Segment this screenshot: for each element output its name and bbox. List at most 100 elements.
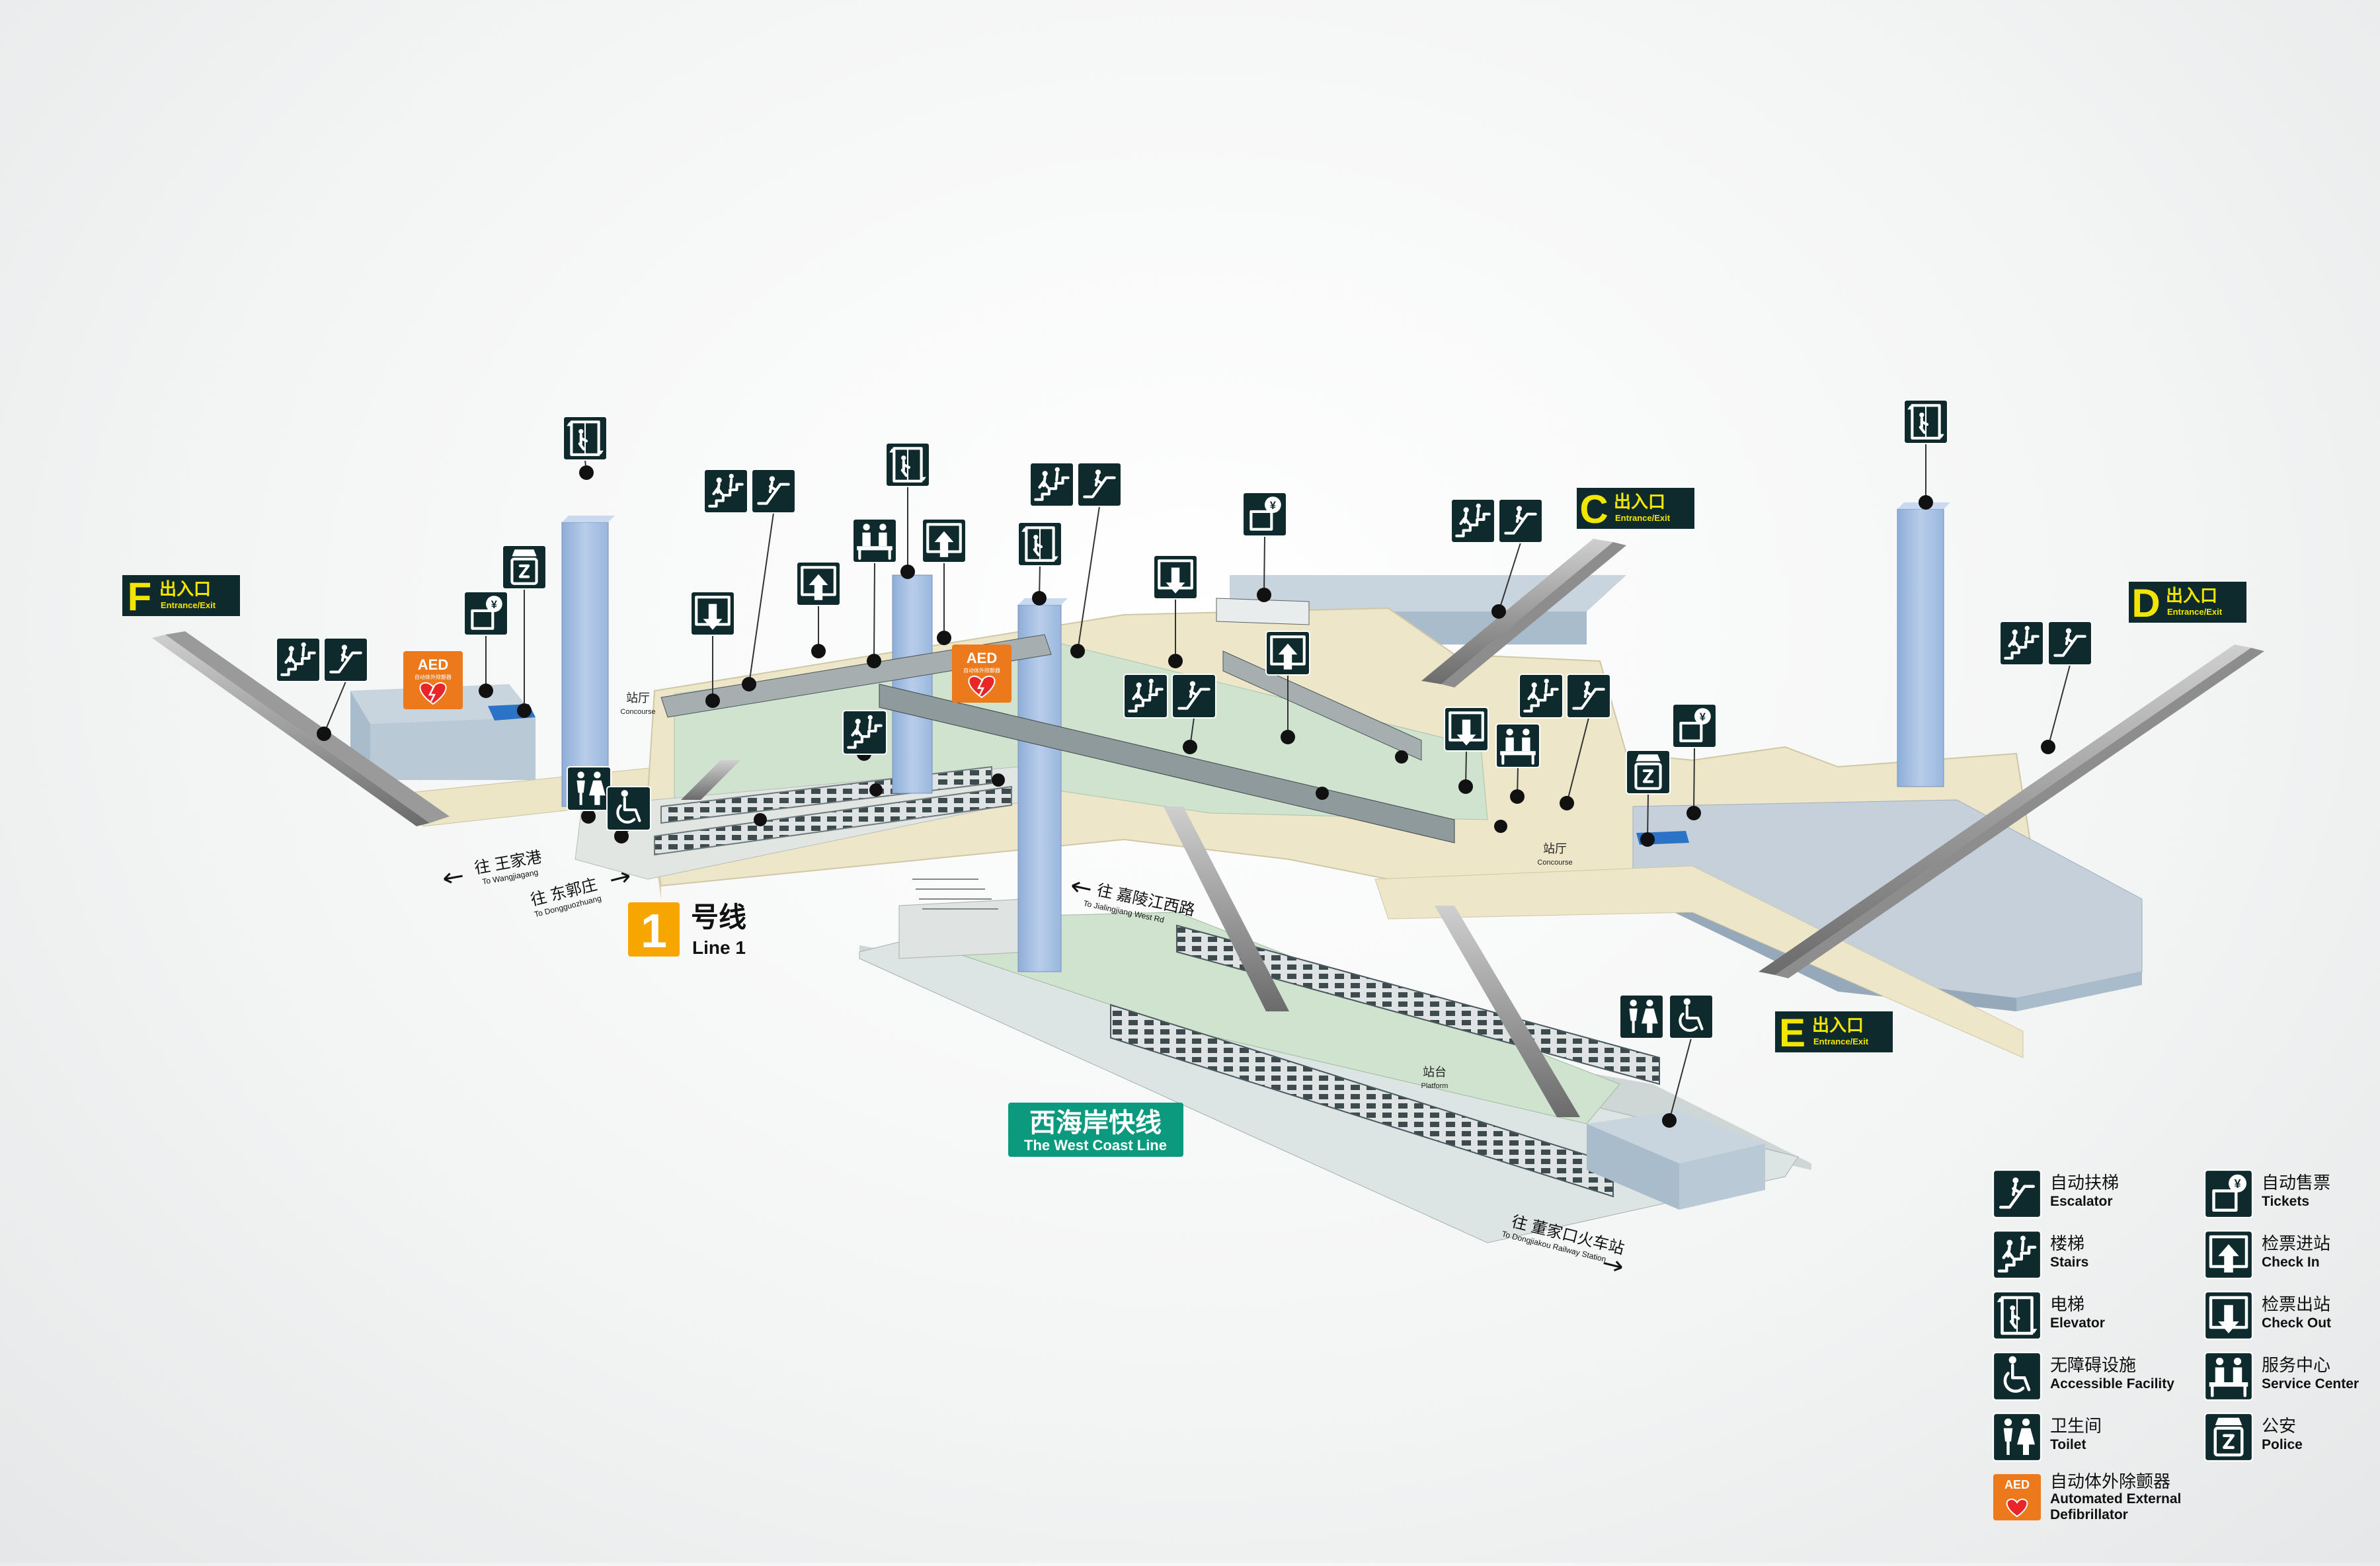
legend-en: Toilet — [2050, 1437, 2086, 1452]
line1-name-cn: 号线 — [691, 902, 746, 933]
legend-en-2: Defibrillator — [2050, 1507, 2128, 1522]
legend-en: Check Out — [2262, 1315, 2331, 1331]
escalator-icon — [323, 637, 369, 683]
stairs-icon — [1999, 620, 2045, 666]
legend-en: Police — [2262, 1437, 2303, 1452]
legend-cn: 无障碍设施 — [2050, 1355, 2136, 1375]
aed-icon: AED — [1993, 1474, 2041, 1520]
aed-sub: 自动体外除颤器 — [963, 667, 1000, 674]
platform-label: 站台 Platform — [1421, 1066, 1448, 1090]
gates-right — [1222, 650, 1422, 761]
stairs-icon — [1123, 673, 1169, 719]
exit-cn: 出入口 — [1614, 492, 1665, 512]
exit-en: Entrance/Exit — [1615, 513, 1671, 523]
platform-building-side — [1587, 1124, 1679, 1210]
legend-cn: 自动售票 — [2262, 1173, 2330, 1193]
concourse-label-en: Concourse — [620, 708, 655, 716]
platform-building-front — [1679, 1144, 1765, 1210]
exit-letter: E — [1779, 1011, 1805, 1055]
west-coast-box — [1008, 1103, 1183, 1157]
escalator-line1 — [681, 760, 740, 800]
escalator-icon — [750, 468, 797, 514]
legend-en: Automated External — [2050, 1491, 2181, 1507]
elevator-icon — [1017, 521, 1063, 567]
legend-cn: 自动扶梯 — [2050, 1173, 2119, 1193]
tickets-icon: ¥ — [1242, 491, 1288, 537]
direction-wangjiagang: 往 王家港 To Wangjiagang — [443, 848, 543, 886]
escalator-icon — [1566, 673, 1612, 719]
service-icon — [852, 518, 898, 564]
check-out-icon — [690, 590, 736, 637]
toilet-icon — [566, 765, 612, 812]
concourse-label-cn: 站厅 — [1543, 842, 1567, 855]
stairs-icon — [703, 468, 749, 514]
exit-letter: F — [128, 574, 152, 619]
escalator-f — [152, 631, 450, 826]
toilet-icon — [1992, 1412, 2042, 1462]
legend-en: Service Center — [2262, 1376, 2359, 1391]
police-icon — [1625, 749, 1671, 795]
stairs-icon — [275, 637, 321, 683]
check-in-icon — [2203, 1230, 2254, 1280]
gates-front — [879, 684, 1455, 843]
legend-cn: 公安 — [2262, 1416, 2296, 1436]
police-icon — [501, 544, 547, 590]
escalator-icon — [1497, 498, 1544, 544]
concourse-label-en: Concourse — [1537, 859, 1572, 867]
legend-cn: 检票出站 — [2262, 1294, 2330, 1314]
line1-name-en: Line 1 — [692, 937, 746, 958]
exit-cn: 出入口 — [159, 579, 211, 599]
elevator-icon — [1903, 399, 1949, 445]
legend-en: Tickets — [2262, 1194, 2309, 1209]
svg-text:¥: ¥ — [1270, 500, 1277, 512]
legend-cn: 卫生间 — [2050, 1416, 2102, 1436]
concourse-label-right: 站厅 Concourse — [1537, 842, 1572, 867]
exit-cn: 出入口 — [2166, 586, 2217, 606]
check-in-icon — [795, 561, 842, 607]
tickets-icon: ¥ — [1671, 703, 1718, 749]
tickets-icon: ¥ — [463, 590, 509, 637]
pillar-1 — [561, 516, 615, 807]
line1-train-lower — [654, 785, 1012, 856]
concourse-label-cn: 站厅 — [626, 691, 650, 705]
stairs-icon — [1518, 673, 1564, 719]
platform-building-top — [1587, 1111, 1765, 1163]
svg-text:¥: ¥ — [491, 599, 498, 611]
stairs-icon — [1450, 498, 1496, 544]
service-icon — [2203, 1351, 2254, 1401]
escalator-icon — [1171, 673, 1217, 719]
legend-en: Escalator — [2050, 1194, 2113, 1209]
building-de-side — [1633, 879, 2016, 1011]
legend-en: Accessible Facility — [2050, 1376, 2174, 1391]
legend-cn: 自动体外除颤器 — [2050, 1471, 2170, 1491]
west-coast-name-cn: 西海岸快线 — [1029, 1109, 1162, 1138]
stair-steps — [912, 879, 998, 910]
elevator-icon — [885, 442, 931, 488]
legend-en: Check In — [2262, 1255, 2320, 1270]
exit-en: Entrance/Exit — [2167, 607, 2223, 617]
pillar-2 — [892, 574, 933, 794]
svg-text:AED: AED — [2004, 1478, 2030, 1491]
legend: 自动扶梯Escalator¥自动售票Tickets楼梯Stairs检票进站Che… — [1992, 1169, 2359, 1522]
service-icon — [1495, 723, 1541, 769]
building-de-right — [2016, 972, 2142, 1011]
line1-badge: 1 号线 Line 1 — [628, 902, 746, 958]
stairs-icon — [842, 709, 888, 756]
concourse-label-left: 站厅 Concourse — [620, 691, 655, 716]
legend-cn: 服务中心 — [2262, 1355, 2330, 1375]
aed-title: AED — [418, 656, 448, 673]
escalator-icon — [1992, 1169, 2042, 1219]
svg-text:¥: ¥ — [2234, 1177, 2241, 1191]
check-out-icon — [2203, 1290, 2254, 1341]
exit-letter: C — [1579, 487, 1608, 531]
